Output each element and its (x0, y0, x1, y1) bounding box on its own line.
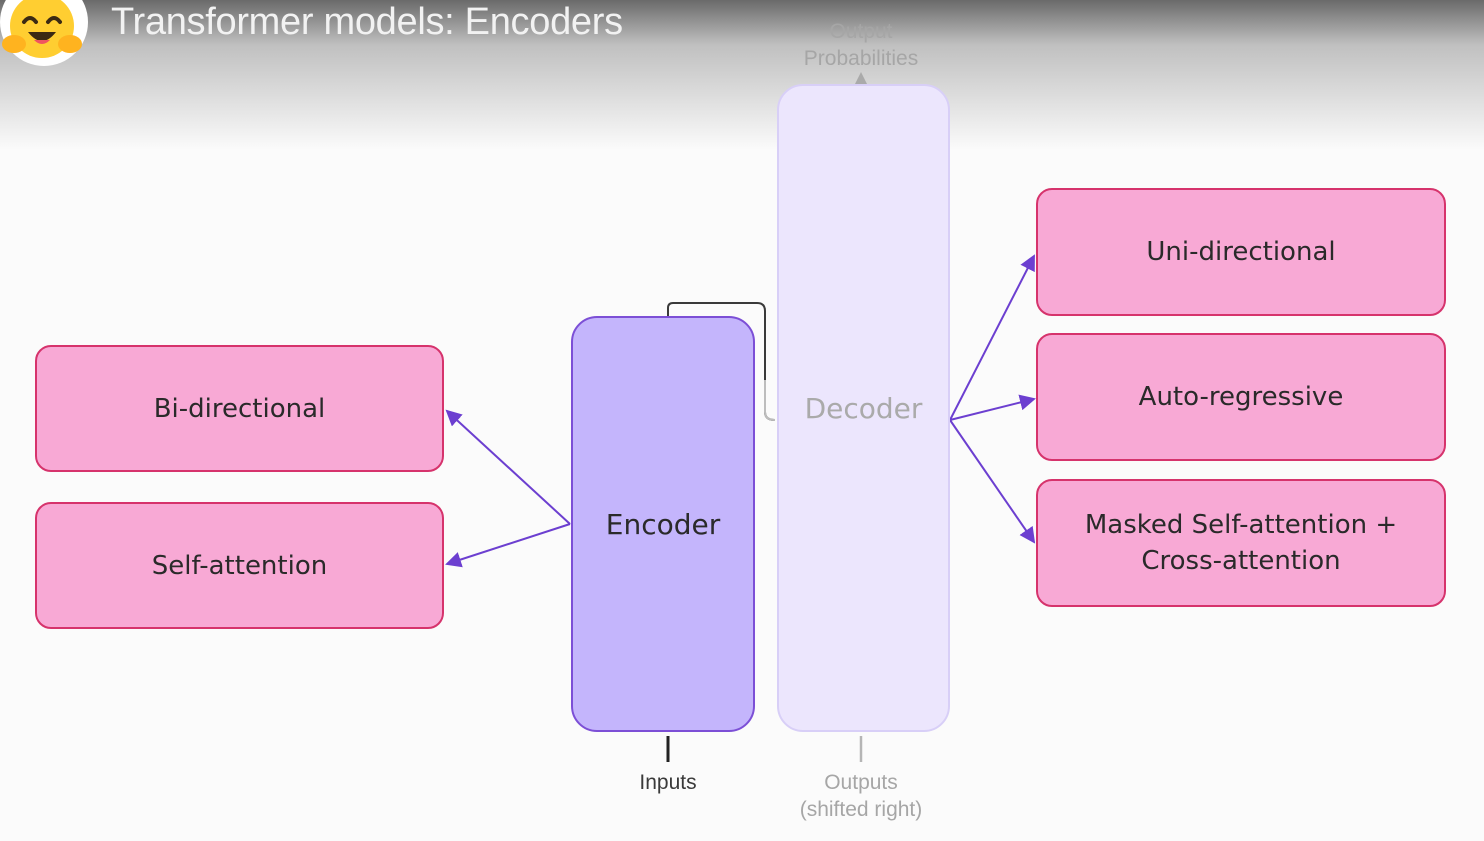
decoder-block: Decoder (777, 84, 950, 732)
output-probabilities-line1: Output (829, 20, 893, 43)
property-bi-directional-label: Bi-directional (153, 393, 326, 424)
page-title: Transformer models: Encoders (111, 1, 623, 43)
title-bar (0, 0, 1484, 150)
decoder-label: Decoder (804, 391, 923, 425)
hugging-face-logo-icon (0, 0, 88, 66)
property-uni-directional-label: Uni-directional (1146, 237, 1336, 267)
property-self-attention: Self-attention (35, 502, 444, 629)
encoder-label: Encoder (605, 507, 721, 541)
hugging-face-emoji-icon (2, 0, 82, 58)
property-uni-directional: Uni-directional (1036, 188, 1446, 316)
output-probabilities-label: Output Probabilities (791, 18, 931, 72)
property-bi-directional: Bi-directional (35, 345, 444, 472)
arrow-to-bi-directional (445, 409, 571, 525)
encoder-block: Encoder (571, 316, 755, 732)
property-self-attention-label: Self-attention (151, 550, 328, 581)
arrow-to-masked-self-attention (949, 419, 1036, 544)
inputs-label: Inputs (639, 771, 697, 794)
property-auto-regressive: Auto-regressive (1036, 333, 1446, 461)
arrow-to-uni-directional (949, 254, 1035, 421)
outputs-label-line2: (shifted right) (799, 798, 923, 821)
property-masked-cross-attention-label: Masked Self-attention + Cross-attention (1084, 510, 1398, 576)
outputs-label-line1: Outputs (824, 771, 898, 794)
property-masked-cross-attention: Masked Self-attention + Cross-attention (1036, 479, 1446, 607)
property-auto-regressive-label: Auto-regressive (1138, 382, 1344, 412)
arrow-to-auto-regressive (949, 394, 1036, 421)
output-probabilities-line2: Probabilities (803, 47, 919, 70)
arrow-to-self-attention (445, 523, 571, 568)
outputs-label: Outputs (shifted right) (786, 769, 936, 823)
encoder-decoder-connector-faded (764, 380, 776, 421)
